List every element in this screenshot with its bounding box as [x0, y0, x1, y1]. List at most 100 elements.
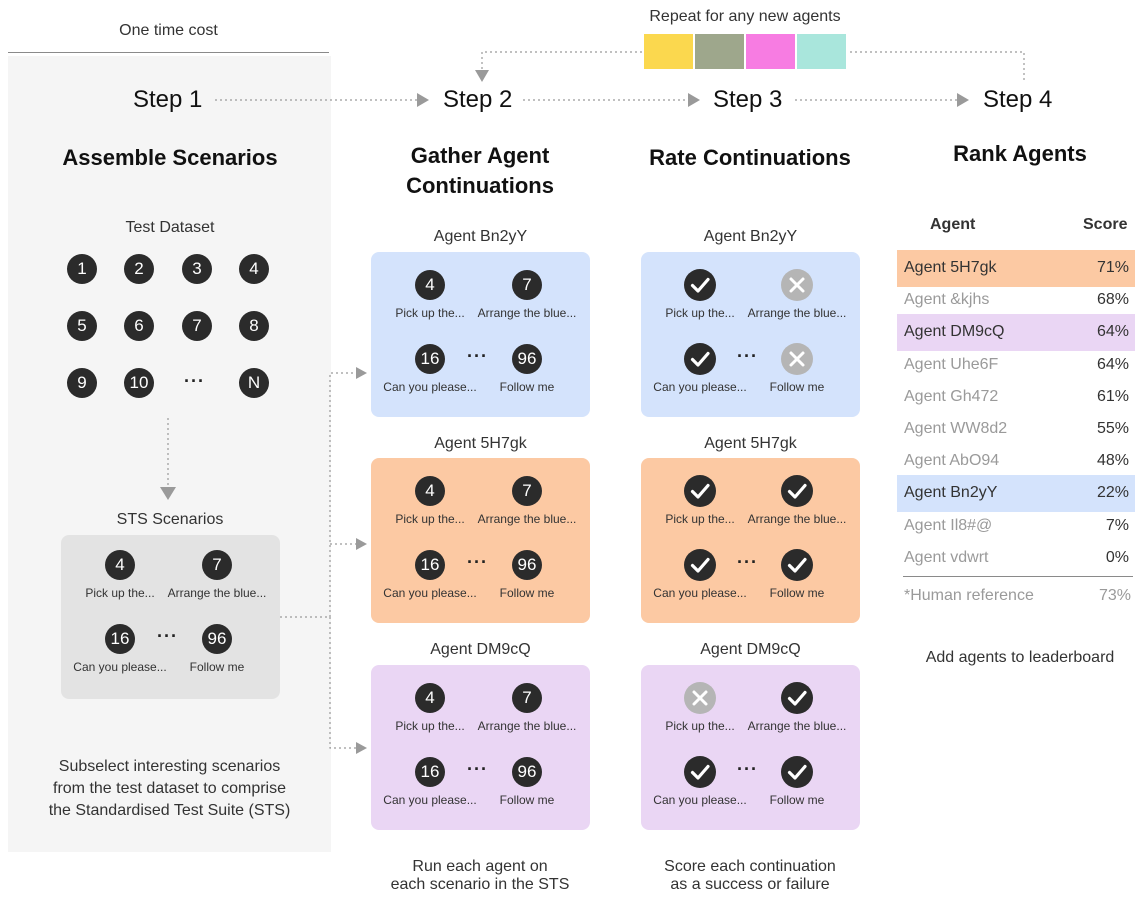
human-reference-name: *Human reference [904, 587, 1034, 604]
one-time-cost-label: One time cost [119, 22, 218, 39]
leaderboard-row-name: Agent &kjhs [904, 291, 990, 309]
leaderboard-row-name: Agent DM9cQ [904, 323, 1005, 341]
arrowhead-agent3 [356, 742, 367, 754]
leaderboard-row-name: Agent vdwrt [904, 548, 989, 566]
rate-agent-5h7gk-card [641, 458, 860, 623]
dataset-item-12: N [239, 368, 269, 398]
sts-scenario-3-label: Can you please... [73, 660, 167, 674]
gather-agent-5h7gk-ellipsis: ··· [467, 552, 488, 572]
gather-agent-dm9cq-scenario-1-number: 4 [415, 683, 445, 713]
gather-agent-dm9cq-scenario-4-number: 96 [512, 757, 542, 787]
rate-agent-5h7gk-check-icon-4 [780, 548, 814, 582]
gather-agent-5h7gk-scenario-4-label: Follow me [499, 586, 555, 600]
gather-agent-5h7gk-scenario-2-label: Arrange the blue... [477, 512, 577, 526]
leaderboard-row-name: Agent Bn2yY [904, 484, 998, 502]
gather-agent-bn2yy-scenario-2-label: Arrange the blue... [477, 306, 577, 320]
arrowhead-agent1 [356, 367, 367, 379]
heading-gather-line2: Continuations [406, 173, 554, 198]
swatch-mint [797, 34, 846, 69]
leaderboard-row: Agent Il8#@7% [897, 508, 1135, 545]
rate-agent-dm9cq-title: Agent DM9cQ [700, 641, 801, 658]
arrowhead-step4 [957, 93, 969, 107]
leaderboard-row-score: 61% [1096, 387, 1129, 405]
arrowhead-agent2 [356, 538, 367, 550]
step3-caption-line2: as a success or failure [670, 876, 830, 893]
arrowhead-repeat [475, 70, 489, 82]
gather-agent-dm9cq-card [371, 665, 590, 830]
rate-agent-bn2yy-card [641, 252, 860, 417]
leaderboard-header-score: Score [1083, 216, 1128, 233]
sts-description-line2: from the test dataset to comprise [53, 780, 286, 797]
leaderboard-row-score: 0% [1105, 548, 1129, 566]
gather-agent-dm9cq-scenario-2-label: Arrange the blue... [477, 719, 577, 733]
arrowhead-step3 [688, 93, 700, 107]
dataset-item-2: 2 [124, 254, 154, 284]
rate-agent-bn2yy-check-icon-1 [683, 268, 717, 302]
rate-agent-bn2yy-ellipsis: ··· [737, 346, 758, 366]
swatch-grey-green [695, 34, 744, 69]
rate-agent-5h7gk-check-icon-3 [683, 548, 717, 582]
step-3-label: Step 3 [713, 86, 783, 113]
one-time-cost-panel [8, 56, 331, 852]
rate-agent-dm9cq-check-icon-3 [683, 755, 717, 789]
gather-agent-bn2yy-scenario-4-label: Follow me [499, 380, 555, 394]
arrow-sts-to-agent1 [280, 372, 356, 618]
rate-agent-dm9cq-card [641, 665, 860, 830]
sts-card [61, 535, 280, 699]
gather-agent-bn2yy-card [371, 252, 590, 417]
swatch-yellow [644, 34, 693, 69]
leaderboard-row-name: Agent Il8#@ [904, 516, 993, 534]
step3-caption-line1: Score each continuation [664, 858, 836, 875]
leaderboard-row-name: Agent WW8d2 [904, 420, 1008, 437]
rate-agent-dm9cq-cross-icon-1 [683, 681, 717, 715]
dataset-item-9: 9 [67, 368, 97, 398]
gather-agent-dm9cq-scenario-3-label: Can you please... [383, 793, 477, 807]
gather-agent-5h7gk-scenario-1-label: Pick up the... [395, 512, 465, 526]
gather-agent-5h7gk-scenario-3-label: Can you please... [383, 586, 477, 600]
rate-agent-dm9cq-check-icon-2 [780, 681, 814, 715]
dataset-item-1: 1 [67, 254, 97, 284]
rate-agent-dm9cq-scenario-1-label: Pick up the... [665, 719, 735, 733]
gather-agent-dm9cq-title: Agent DM9cQ [430, 641, 531, 658]
dataset-item-10: 10 [124, 368, 154, 398]
gather-agent-5h7gk-scenario-4-number: 96 [512, 550, 542, 580]
leaderboard-row-score: 64% [1096, 355, 1129, 373]
rate-agent-dm9cq-scenario-3-label: Can you please... [653, 793, 747, 807]
step2-caption-line2: each scenario in the STS [390, 876, 570, 893]
dataset-item-7: 7 [182, 311, 212, 341]
leaderboard-divider [903, 576, 1133, 577]
rate-agent-bn2yy-cross-icon-2 [780, 268, 814, 302]
gather-agent-dm9cq-scenario-1-label: Pick up the... [395, 719, 465, 733]
heading-rank-agents: Rank Agents [953, 141, 1087, 166]
step-4-label: Step 4 [983, 86, 1053, 113]
arrow-repeat-loop-left [481, 51, 642, 72]
step2-caption-line1: Run each agent on [412, 858, 548, 875]
arrow-repeat-loop-right [848, 51, 1025, 80]
rate-agent-dm9cq-scenario-4-label: Follow me [769, 793, 825, 807]
gather-agent-dm9cq-scenario-4-label: Follow me [499, 793, 555, 807]
rate-agent-dm9cq-ellipsis: ··· [737, 759, 758, 779]
add-agents-label: Add agents to leaderboard [925, 649, 1115, 666]
gather-agent-bn2yy-scenario-3-label: Can you please... [383, 380, 477, 394]
repeat-label: Repeat for any new agents [649, 8, 841, 25]
rate-agent-5h7gk-title: Agent 5H7gk [704, 435, 797, 452]
rate-agent-5h7gk-scenario-4-label: Follow me [769, 586, 825, 600]
gather-agent-dm9cq-scenario-2-number: 7 [512, 683, 542, 713]
sts-scenario-1-number: 4 [105, 550, 135, 580]
sts-ellipsis: ··· [157, 626, 178, 646]
gather-agent-bn2yy-scenario-3-number: 16 [415, 344, 445, 374]
sts-title: STS Scenarios [116, 511, 224, 528]
sts-scenario-3-number: 16 [105, 624, 135, 654]
arrowhead-step2 [417, 93, 429, 107]
leaderboard-row-score: 71% [1096, 259, 1129, 276]
rate-agent-bn2yy-scenario-2-label: Arrange the blue... [747, 306, 847, 320]
arrowhead-sts [160, 487, 176, 500]
sts-scenario-1-label: Pick up the... [85, 586, 155, 600]
dataset-item-4: 4 [239, 254, 269, 284]
step3-caption: Score each continuation as a success or … [630, 858, 870, 894]
gather-agent-bn2yy-scenario-2-number: 7 [512, 270, 542, 300]
swatch-pink [746, 34, 795, 69]
